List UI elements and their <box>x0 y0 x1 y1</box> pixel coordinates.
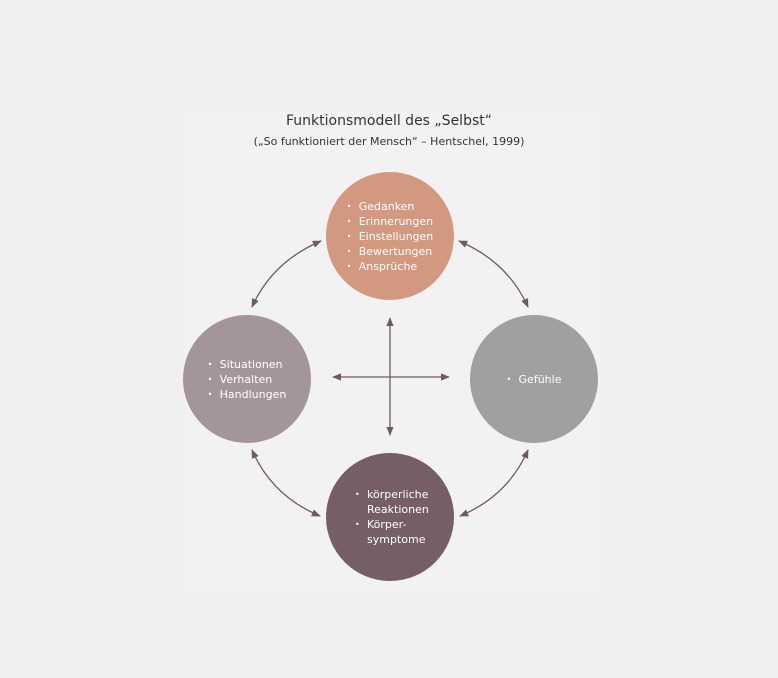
node-item: Situationen <box>208 357 287 372</box>
arrow-bottom-left <box>251 449 321 517</box>
node-item: Erinnerungen <box>347 214 434 229</box>
arrow-top-left <box>251 240 322 308</box>
diagram-title: Funktionsmodell des „Selbst“ <box>286 113 492 129</box>
arrow-bottom-right <box>459 449 529 517</box>
node-item: Bewertungen <box>347 244 434 259</box>
node-body: körperliche Reaktionen Körper-symptome <box>326 453 454 581</box>
arrow-top-right <box>458 240 529 308</box>
node-item: Verhalten <box>208 372 287 387</box>
node-feelings: Gefühle <box>470 315 598 443</box>
node-item: Einstellungen <box>347 229 434 244</box>
node-thoughts: Gedanken Erinnerungen Einstellungen Bewe… <box>326 172 454 300</box>
node-item: Gedanken <box>347 199 434 214</box>
node-item: Gefühle <box>507 372 562 387</box>
node-item: Handlungen <box>208 387 287 402</box>
node-item: Körper-symptome <box>355 517 435 547</box>
node-situations: Situationen Verhalten Handlungen <box>183 315 311 443</box>
diagram-subtitle: („So funktioniert der Mensch“ – Hentsche… <box>253 135 525 148</box>
node-item: Ansprüche <box>347 259 434 274</box>
node-item: körperliche Reaktionen <box>355 487 435 517</box>
